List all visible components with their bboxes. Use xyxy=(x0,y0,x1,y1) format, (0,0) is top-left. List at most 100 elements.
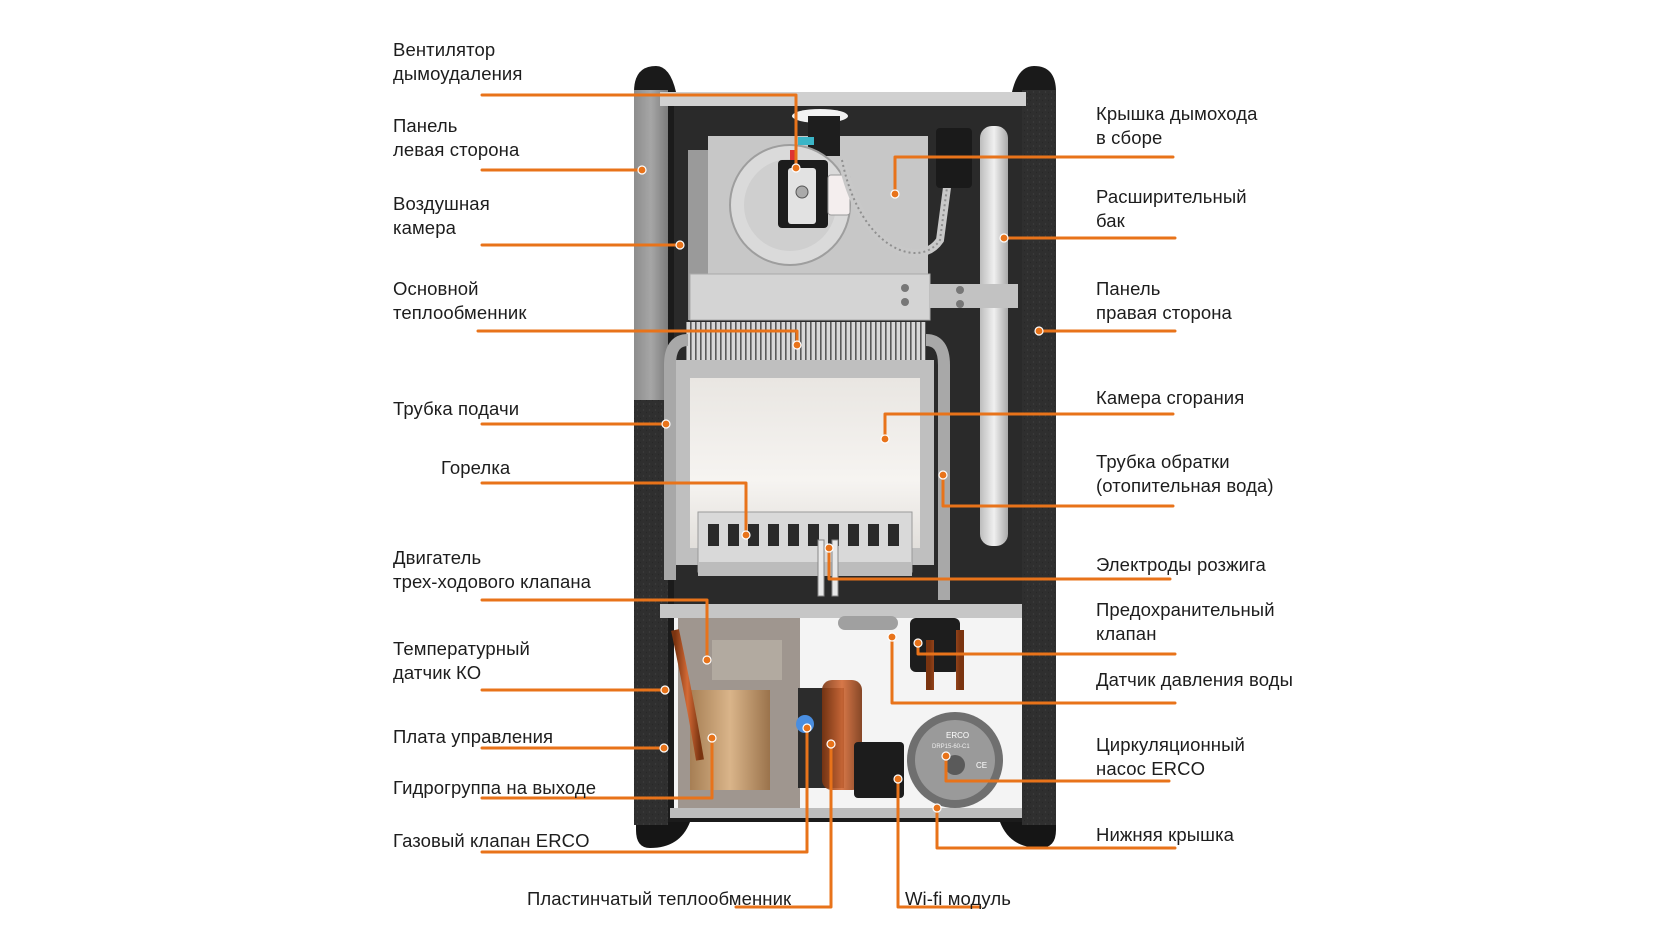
leader-lines xyxy=(476,93,1177,909)
leader-dot-plate-heat-exchanger xyxy=(826,739,836,749)
leader-line-gas-valve xyxy=(480,726,809,854)
callout-label-line: Трубка обратки xyxy=(1096,451,1230,472)
expansion-tank xyxy=(980,126,1008,546)
callout-label-control-board: Плата управления xyxy=(393,725,553,749)
divider-shelf xyxy=(660,604,1022,618)
burner-slot xyxy=(808,524,819,546)
leader-dot-expansion-tank xyxy=(999,233,1009,243)
leader-dot-control-board xyxy=(659,743,669,753)
bottom-cover xyxy=(670,808,1022,818)
callout-label-line: Камера сгорания xyxy=(1096,387,1245,408)
callout-label-line: Датчик давления воды xyxy=(1096,669,1293,690)
callout-label-combustion-chamber: Камера сгорания xyxy=(1096,386,1244,410)
callout-label-return-pipe: Трубка обратки(отопительная вода) xyxy=(1096,450,1274,497)
leader-line-flue-cover xyxy=(893,155,1175,196)
leader-dot-three-way-valve-motor xyxy=(702,655,712,665)
leader-dot-gas-valve xyxy=(802,723,812,733)
leader-line-fan xyxy=(480,93,798,170)
burner-slot xyxy=(828,524,839,546)
callout-label-line: в сборе xyxy=(1096,126,1163,148)
leader-dot-outlet-hydrogroup xyxy=(707,733,717,743)
callout-label-line: бак xyxy=(1096,209,1125,231)
callout-label-supply-pipe: Трубка подачи xyxy=(393,397,519,421)
callout-label-bottom-cover: Нижняя крышка xyxy=(1096,823,1234,847)
leader-dot-fan xyxy=(791,163,801,173)
leader-dot-supply-pipe xyxy=(661,419,671,429)
callout-label-outlet-hydrogroup: Гидрогруппа на выходе xyxy=(393,776,596,800)
callout-label-wifi-module: Wi-fi модуль xyxy=(905,887,1011,911)
callout-label-line: Предохранительный xyxy=(1096,599,1275,620)
callout-label-line: камера xyxy=(393,216,456,238)
ignition-electrode xyxy=(817,539,825,597)
callout-label-plate-heat-exchanger: Пластинчатый теплообменник xyxy=(527,887,791,911)
burner-slot xyxy=(788,524,799,546)
callout-label-line: Двигатель xyxy=(393,547,482,568)
circulation-pump: ERCO DRP15-60-C1 CE xyxy=(907,712,1003,808)
burner-slot xyxy=(748,524,759,546)
leader-line-combustion-chamber xyxy=(883,412,1175,441)
flue-fan xyxy=(729,137,851,266)
callout-label-line: Панель xyxy=(393,115,458,136)
callout-label-line: Пластинчатый теплообменник xyxy=(527,888,792,909)
callout-label-line: Электроды розжига xyxy=(1096,554,1266,575)
leader-line-main-heat-exchanger xyxy=(476,329,799,347)
callout-label-ignition-electrodes: Электроды розжига xyxy=(1096,553,1266,577)
leader-dot-safety-valve xyxy=(913,638,923,648)
leader-dot-flue-cover xyxy=(890,189,900,199)
leader-dot-burner xyxy=(741,530,751,540)
pressure-sensor-pipe xyxy=(838,616,898,630)
burner-slot xyxy=(868,524,879,546)
outlet-hydrogroup xyxy=(690,690,770,790)
leader-dot-main-heat-exchanger xyxy=(792,340,802,350)
callout-label-line: Гидрогруппа на выходе xyxy=(393,777,597,798)
leader-line-circulation-pump xyxy=(944,754,1171,783)
leader-dot-panel-right xyxy=(1034,326,1044,336)
callout-label-line: Газовый клапан ERCO xyxy=(393,830,590,851)
callout-label-burner: Горелка xyxy=(441,456,510,480)
ignition-electrode xyxy=(831,539,839,597)
callout-label-line: Крышка дымохода xyxy=(1096,103,1258,124)
leader-dot-water-pressure-sensor xyxy=(887,632,897,642)
top-left-bracket xyxy=(634,66,676,92)
leader-line-plate-heat-exchanger xyxy=(734,742,833,909)
leader-dot-return-pipe xyxy=(938,470,948,480)
burner-slot xyxy=(888,524,899,546)
exchanger-bracket xyxy=(930,284,1018,308)
callout-label-line: Wi-fi модуль xyxy=(905,888,1011,909)
leader-dot-wifi-module xyxy=(893,774,903,784)
callout-label-line: Вентилятор xyxy=(393,39,496,60)
callout-label-line: Основной xyxy=(393,278,479,299)
leader-line-outlet-hydrogroup xyxy=(480,736,714,800)
callout-label-line: Воздушная xyxy=(393,193,490,214)
ce-mark: CE xyxy=(976,761,987,770)
leader-line-three-way-valve-motor xyxy=(480,598,709,662)
callout-label-line: Панель xyxy=(1096,278,1161,299)
boiler-body: ERCO DRP15-60-C1 CE xyxy=(634,66,1056,848)
callout-label-line: трех-ходового клапана xyxy=(393,570,592,592)
callout-label-line: теплообменник xyxy=(393,301,527,323)
callout-label-line: насос ERCO xyxy=(1096,757,1206,779)
safety-valve xyxy=(910,618,960,672)
callout-label-line: (отопительная вода) xyxy=(1096,474,1274,496)
leader-line-return-pipe xyxy=(941,473,1175,508)
callout-label-line: Трубка подачи xyxy=(393,398,520,419)
callout-label-line: Горелка xyxy=(441,457,511,478)
leader-dot-ignition-electrodes xyxy=(824,543,834,553)
top-right-bracket xyxy=(1012,66,1056,92)
leader-dot-air-chamber xyxy=(675,240,685,250)
leader-line-wifi-module xyxy=(896,777,982,909)
burner-slot xyxy=(728,524,739,546)
callout-label-line: клапан xyxy=(1096,622,1157,644)
